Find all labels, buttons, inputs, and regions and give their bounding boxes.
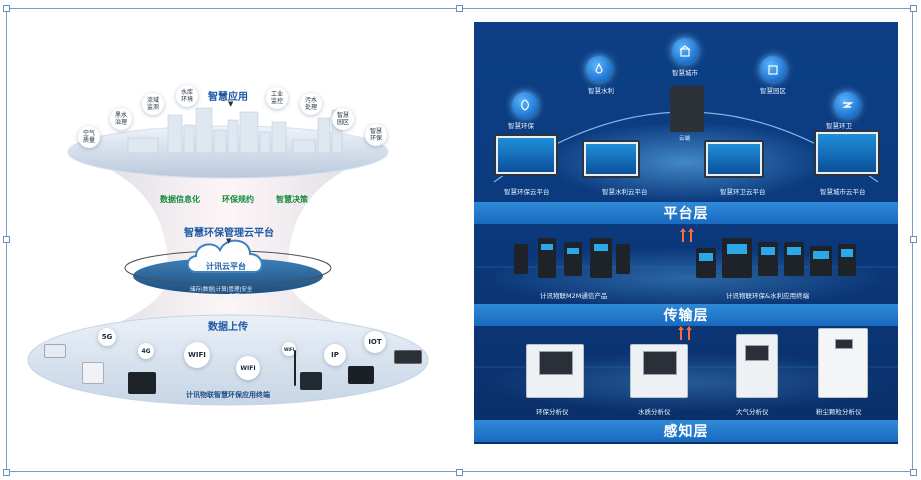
hw-m2m-3 [564, 242, 582, 276]
platform-title: 智慧环保管理云平台 [184, 228, 274, 239]
cloud-sub-2: GIS一张图 [214, 294, 240, 300]
terminal-label: 计讯物联智慧环保应用终端 [186, 391, 270, 399]
sensing-item-water: 水质分析仪 [638, 408, 671, 416]
app-bubble-black-water: 黑水治理 [110, 108, 132, 130]
apps-title: 智慧应用 [208, 92, 248, 103]
badge-ip: IP [324, 344, 346, 366]
app-bubble-reservoir: 水库环境 [176, 85, 198, 107]
platform-item-env: 智慧环保云平台 [504, 188, 550, 196]
hw-m2m-1 [514, 244, 528, 274]
transport-arrow-icon-1 [680, 228, 686, 242]
bubble-label-park: 智慧园区 [760, 87, 786, 95]
resize-handle-bottom-center[interactable] [456, 469, 463, 476]
platform-item-water: 智慧水利云平台 [602, 188, 648, 196]
badge-wifi-3: WIFI [282, 342, 296, 356]
badge-5g: 5G [98, 328, 116, 346]
device-display [394, 350, 422, 364]
cabinet-dust-analyzer [818, 328, 868, 398]
smart-env-architecture-diagram: 空气质量 黑水治理 流域监测 水库环境 工业监控 污水处理 智慧园区 智慧环保 … [18, 60, 438, 440]
hw-m2m-2 [538, 238, 556, 278]
cloud-server-rack [670, 86, 704, 132]
badge-wifi-1: WIFI [184, 342, 210, 368]
monitor-water-platform [582, 140, 640, 178]
resize-handle-bottom-right[interactable] [910, 469, 917, 476]
badge-wifi-2: WIFI [236, 356, 260, 380]
monitor-city-platform [814, 130, 880, 176]
bubble-smart-park-icon [760, 56, 786, 82]
hw-m2m-4 [590, 238, 612, 278]
platform-item-sanitation: 智慧环卫云平台 [720, 188, 766, 196]
resize-handle-middle-right[interactable] [910, 236, 917, 243]
bubble-smart-sanitation-icon [834, 92, 860, 118]
keyword-decision: 智慧决策 [276, 195, 308, 204]
funnel-graphic [27, 107, 429, 406]
cabinet-air-analyzer [736, 334, 778, 398]
device-antenna [294, 350, 296, 386]
platform-item-city: 智慧城市云平台 [820, 188, 866, 196]
cloud-sub-1: 储存|数据|计算|管理|安全 [190, 287, 253, 293]
monitor-sanitation-platform [704, 140, 764, 178]
hw-terminal-6 [838, 244, 856, 276]
device-terminal-1 [128, 372, 156, 394]
apps-caret-icon: ▼ [228, 100, 234, 108]
hw-terminal-2 [722, 238, 752, 278]
bubble-smart-city-icon [672, 38, 698, 64]
badge-4g: 4G [138, 343, 154, 359]
layered-architecture-panel: 智慧水利 智慧城市 智慧园区 智慧环保 智慧环卫 云端 智慧环保云平台 智慧水利… [474, 22, 898, 444]
app-bubble-sewage: 污水处理 [300, 93, 322, 115]
sensing-item-env: 环保分析仪 [536, 408, 569, 416]
app-bubble-smart-park: 智慧园区 [332, 108, 354, 130]
resize-handle-middle-left[interactable] [3, 236, 10, 243]
resize-handle-top-left[interactable] [3, 5, 10, 12]
upload-label: 数据上传 [208, 322, 248, 333]
bubble-label-city: 智慧城市 [672, 69, 698, 77]
device-terminal-2 [300, 372, 322, 390]
cabinet-env-analyzer [526, 344, 584, 398]
device-cabinet [82, 362, 104, 384]
keyword-regulation: 环保规约 [222, 195, 254, 204]
bubble-smart-water-icon [586, 56, 612, 82]
bubble-label-env: 智慧环保 [508, 122, 534, 130]
layer-platform-band: 平台层 [474, 202, 898, 224]
bubble-label-sanitation: 智慧环卫 [826, 122, 852, 130]
bubble-smart-env-icon [512, 92, 538, 118]
monitor-env-platform [494, 134, 558, 176]
sensing-arrow-icon-1 [678, 326, 684, 340]
hw-terminal-3 [758, 242, 778, 276]
cloud-label: 计讯云平台 [206, 262, 246, 271]
hw-terminal-1 [696, 248, 716, 278]
app-bubble-industrial: 工业监控 [266, 87, 288, 109]
cabinet-water-analyzer [630, 344, 688, 398]
sensing-item-dust: 粉尘颗粒分析仪 [816, 408, 862, 416]
device-meter-1 [44, 344, 66, 358]
transport-item-m2m: 计讯物联M2M通信产品 [540, 292, 608, 300]
transport-arrow-icon-2 [688, 228, 694, 242]
server-label: 云端 [679, 136, 691, 142]
hw-terminal-5 [810, 246, 832, 276]
layer-sensing-band: 感知层 [474, 420, 898, 442]
sensing-item-air: 大气分析仪 [736, 408, 769, 416]
platform-caret-icon: ▼ [226, 237, 232, 245]
hw-terminal-4 [784, 242, 804, 276]
transport-item-terminal: 计讯物联环保&水利应用终端 [726, 292, 810, 300]
keyword-digitization: 数据信息化 [160, 195, 200, 204]
resize-handle-bottom-left[interactable] [3, 469, 10, 476]
badge-iot: IOT [364, 331, 386, 353]
device-terminal-3 [348, 366, 374, 384]
bubble-label-water: 智慧水利 [588, 87, 614, 95]
app-bubble-air-quality: 空气质量 [78, 126, 100, 148]
sensing-arrow-icon-2 [686, 326, 692, 340]
app-bubble-watershed: 流域监测 [142, 93, 164, 115]
resize-handle-top-right[interactable] [910, 5, 917, 12]
layer-transport-band: 传输层 [474, 304, 898, 326]
hw-m2m-5 [616, 244, 630, 274]
app-bubble-smart-env: 智慧环保 [365, 124, 387, 146]
resize-handle-top-center[interactable] [456, 5, 463, 12]
